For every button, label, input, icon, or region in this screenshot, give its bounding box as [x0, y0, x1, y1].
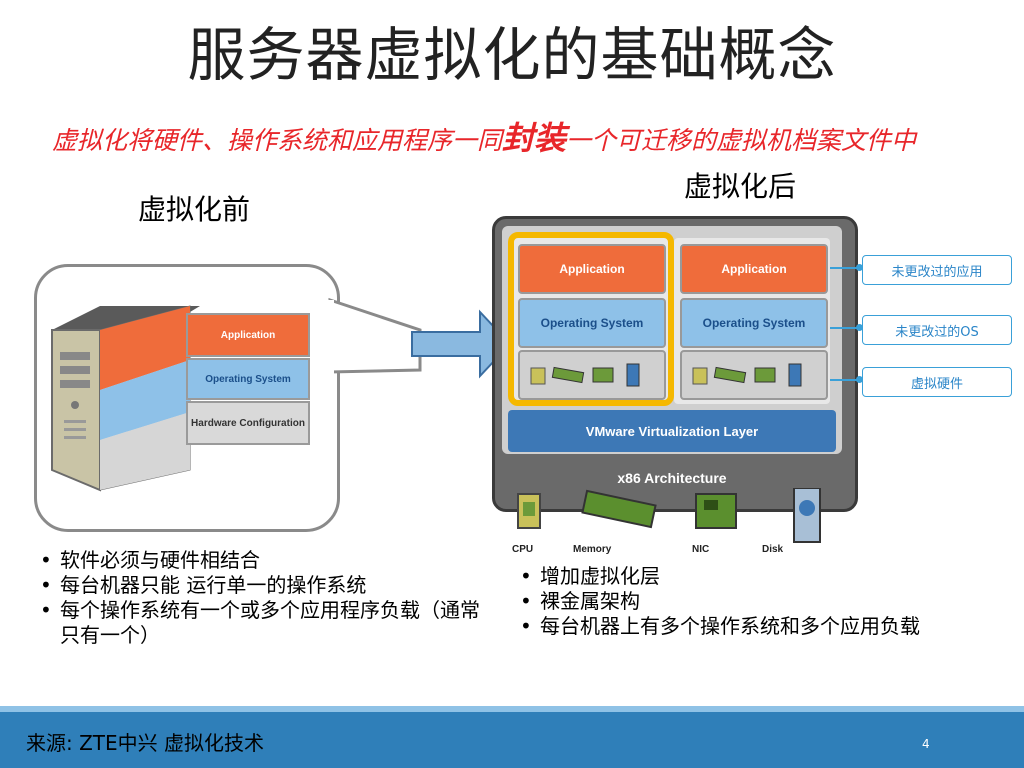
bullets-before: 软件必须与硬件相结合 每台机器只能 运行单一的操作系统 每个操作系统有一个或多个… — [36, 548, 486, 648]
after-virtualization-label: 虚拟化后 — [684, 170, 797, 203]
vm2-virtual-hardware-box — [680, 350, 828, 400]
bullet-item: 增加虚拟化层 — [516, 564, 956, 589]
footer-bar — [0, 712, 1024, 768]
subtitle-emphasis: 封装 — [502, 119, 567, 157]
callout-connector — [830, 267, 862, 269]
vm-highlight-frame — [508, 232, 674, 406]
subtitle-part1: 虚拟化将硬件、操作系统和应用程序一同 — [52, 126, 503, 155]
callout-dot — [856, 376, 863, 383]
vm2-application-box: Application — [680, 244, 828, 294]
footer-source: 来源: ZTE中兴 虚拟化技术 — [26, 731, 265, 755]
slide-subtitle: 虚拟化将硬件、操作系统和应用程序一同封装一个可迁移的虚拟机档案文件中 — [52, 122, 972, 157]
disk-label: Disk — [762, 544, 784, 555]
callout-dot — [856, 324, 863, 331]
callout-unmodified-app: 未更改过的应用 — [862, 255, 1012, 285]
vm2-os-box: Operating System — [680, 298, 828, 348]
nic-icon — [695, 493, 737, 529]
vm1-application-box: Application — [518, 244, 666, 294]
cpu-icon — [517, 493, 541, 529]
page-number: 4 — [922, 737, 930, 751]
vm1-os-box: Operating System — [518, 298, 666, 348]
server-tower-icon — [51, 305, 200, 492]
slide-title: 服务器虚拟化的基础概念 — [187, 21, 837, 89]
bullet-item: 每个操作系统有一个或多个应用程序负载（通常只有一个） — [36, 598, 486, 648]
bullets-after: 增加虚拟化层 裸金属架构 每台机器上有多个操作系统和多个应用负载 — [516, 564, 956, 639]
callout-connector — [830, 379, 862, 381]
callout-dot — [856, 264, 863, 271]
physical-hardware-icons — [517, 488, 821, 543]
bubble-pointer — [328, 297, 422, 374]
bullet-item: 每台机器上有多个操作系统和多个应用负载 — [516, 614, 956, 639]
memory-icon — [581, 489, 657, 529]
bullet-item: 软件必须与硬件相结合 — [36, 548, 486, 573]
memory-label: Memory — [573, 544, 612, 555]
bubble-pointer-mask — [318, 300, 334, 374]
vm1-virtual-hardware-box — [518, 350, 666, 400]
virtualization-layer: VMware Virtualization Layer — [508, 410, 836, 452]
bullet-item: 裸金属架构 — [516, 589, 956, 614]
callout-connector — [830, 327, 862, 329]
virtual-hardware-icons — [530, 363, 640, 387]
callout-virtual-hardware: 虚拟硬件 — [862, 367, 1012, 397]
virtual-hardware-icons — [692, 363, 802, 387]
cpu-label: CPU — [512, 544, 534, 555]
disk-icon — [793, 488, 821, 543]
x86-architecture-label: x86 Architecture — [617, 470, 727, 486]
subtitle-part2: 一个可迁移的虚拟机档案文件中 — [566, 126, 917, 155]
bullet-item: 每台机器只能 运行单一的操作系统 — [36, 573, 486, 598]
footer-stripe — [0, 706, 1024, 712]
left-hardware-box: Hardware Configuration — [186, 401, 310, 445]
callout-unmodified-os: 未更改过的OS — [862, 315, 1012, 345]
left-application-box: Application — [186, 313, 310, 357]
before-virtualization-label: 虚拟化前 — [138, 193, 251, 226]
nic-label: NIC — [692, 544, 710, 555]
left-os-box: Operating System — [186, 358, 310, 400]
